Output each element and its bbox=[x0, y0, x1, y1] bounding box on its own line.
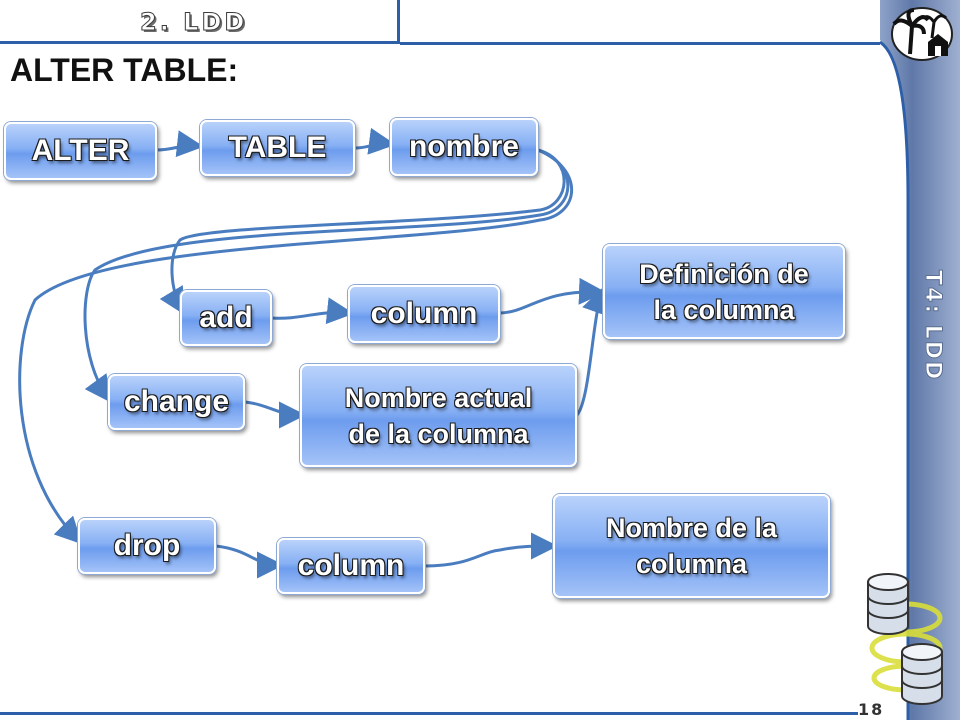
arrow-nombre-change bbox=[83, 148, 570, 403]
database-stack-icon bbox=[867, 573, 943, 705]
node-definicion: Definición de la columna bbox=[603, 244, 845, 339]
node-column-add: column bbox=[348, 285, 500, 343]
node-alter: ALTER bbox=[4, 122, 157, 180]
node-add: add bbox=[180, 290, 272, 346]
section-tab: 2. LDD bbox=[0, 0, 400, 44]
node-nombre-de-la: Nombre de la columna bbox=[553, 494, 830, 598]
arrow-change-nombreactual bbox=[244, 400, 306, 429]
arrow-nombre-drop bbox=[18, 148, 574, 545]
section-title: 2. LDD bbox=[139, 8, 248, 37]
syntax-diagram bbox=[18, 127, 608, 579]
node-change: change bbox=[108, 374, 245, 430]
arrow-table-nombre bbox=[354, 127, 396, 155]
arrow-add-column bbox=[271, 297, 354, 325]
node-nombre: nombre bbox=[390, 118, 538, 176]
node-nombre-actual: Nombre actual de la columna bbox=[300, 364, 577, 467]
node-column-drop: column bbox=[277, 538, 425, 594]
palm-tree-house-icon bbox=[891, 7, 953, 61]
page-number: 18 bbox=[858, 700, 885, 719]
top-divider bbox=[400, 42, 880, 45]
arrow-drop-column bbox=[215, 544, 284, 579]
arrow-column-definicion bbox=[499, 277, 606, 315]
node-table: TABLE bbox=[200, 120, 355, 176]
node-drop: drop bbox=[78, 518, 216, 574]
arrow-alter-table bbox=[156, 130, 204, 158]
arrow-nombre-add bbox=[159, 148, 566, 316]
page-title: ALTER TABLE: bbox=[10, 52, 239, 88]
side-label: T4: LDD bbox=[920, 270, 946, 382]
side-band bbox=[880, 0, 960, 720]
arrow-nombreactual-definicion bbox=[575, 286, 608, 416]
arrow-column-nombredela bbox=[424, 532, 558, 568]
bottom-divider bbox=[0, 712, 858, 715]
